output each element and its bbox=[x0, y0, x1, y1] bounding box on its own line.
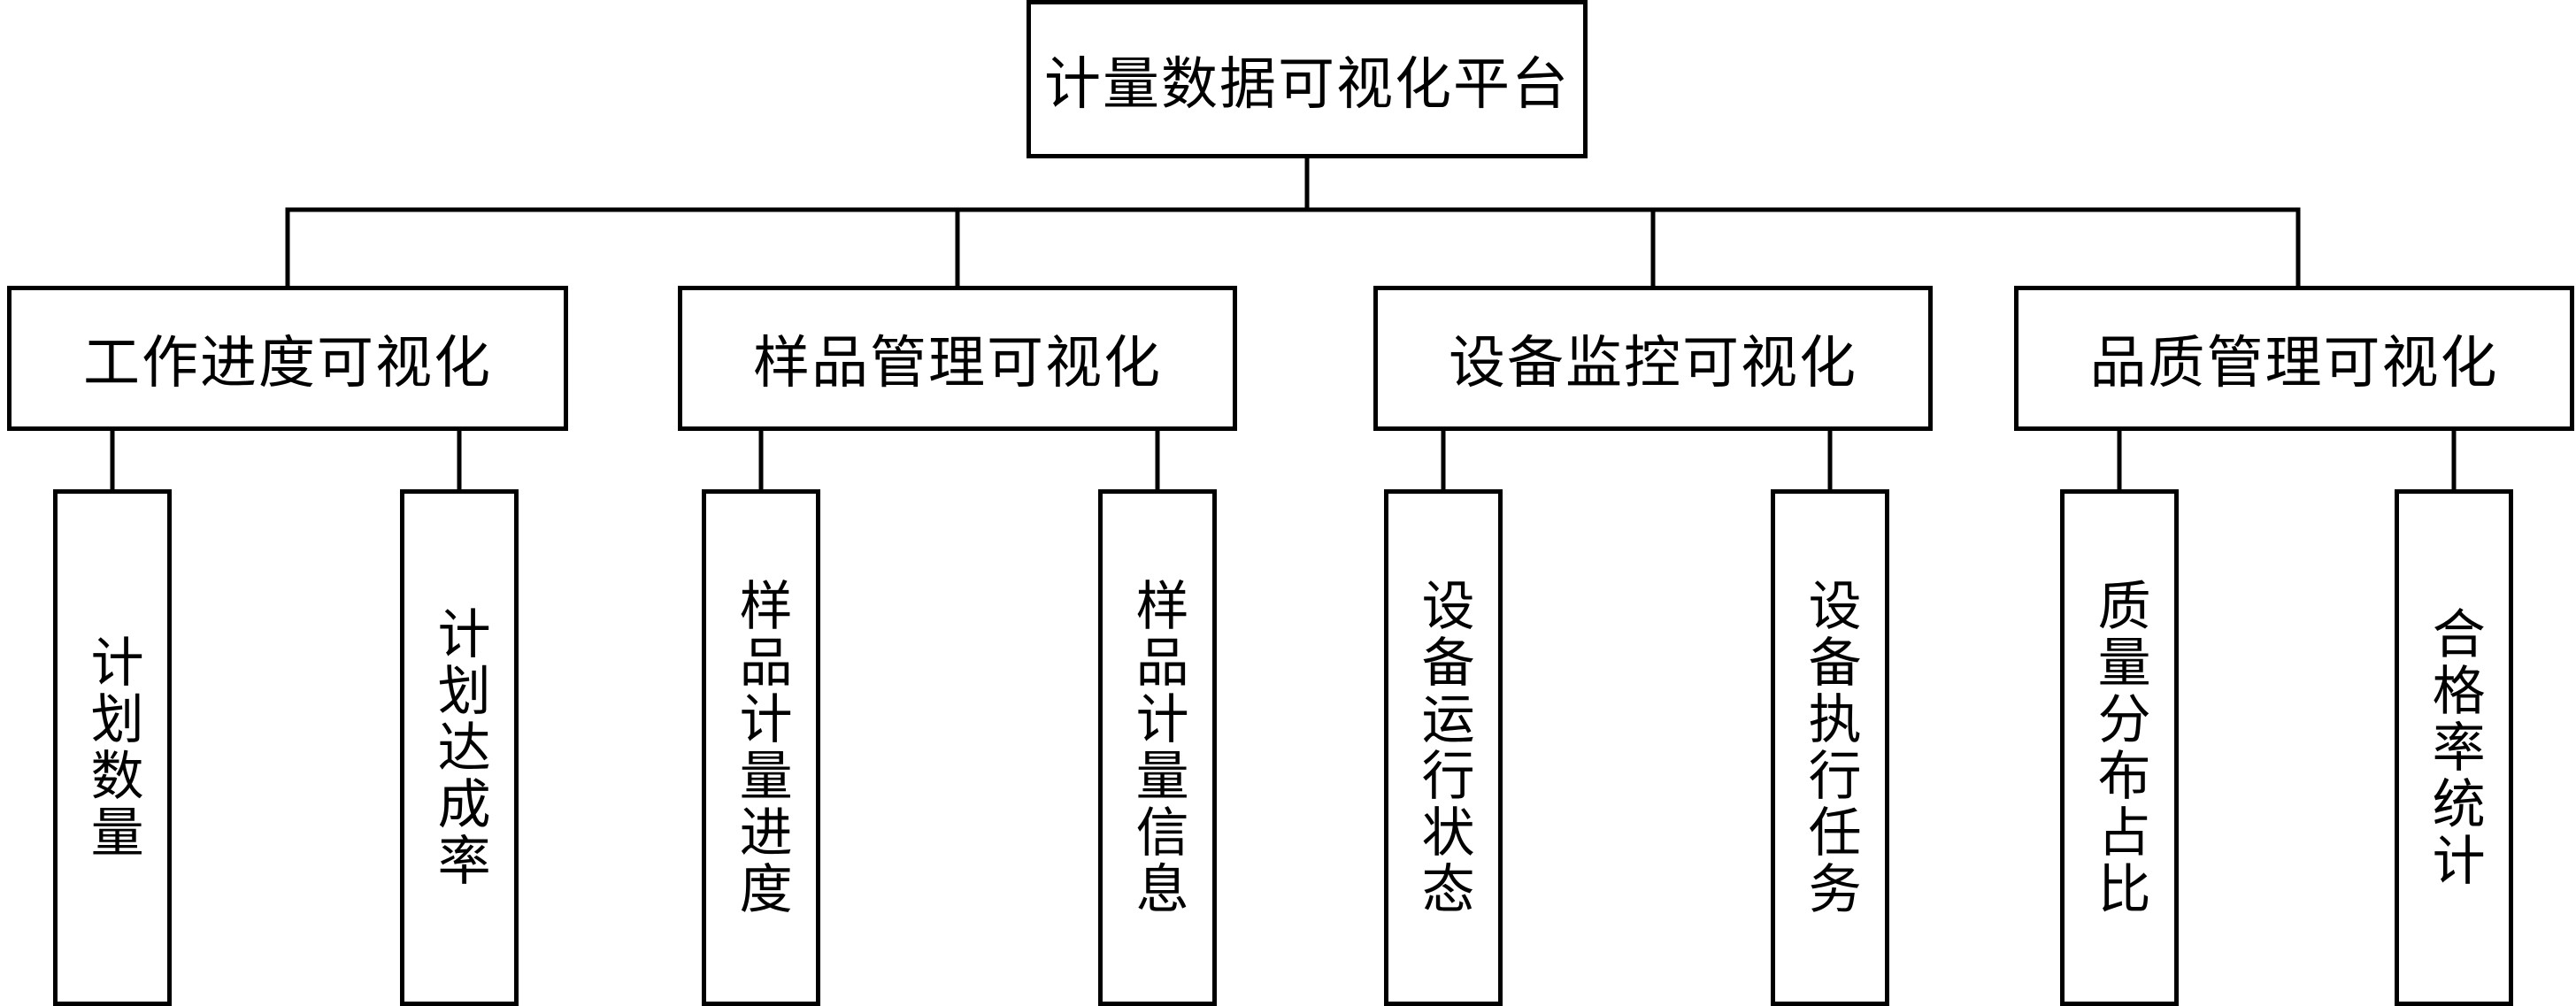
category-node-work-progress: 工作进度可视化 bbox=[7, 286, 568, 431]
leaf-label: 计划数量 bbox=[81, 634, 144, 861]
leaf-label: 合格率统计 bbox=[2423, 606, 2486, 889]
leaf-label: 设备运行状态 bbox=[1412, 578, 1475, 918]
category-node-sample-management: 样品管理可视化 bbox=[678, 286, 1237, 431]
leaf-label: 设备执行任务 bbox=[1799, 578, 1862, 918]
category-label: 样品管理可视化 bbox=[753, 331, 1162, 396]
leaf-node-sample-progress: 样品计量进度 bbox=[702, 489, 820, 1006]
root-node: 计量数据可视化平台 bbox=[1027, 0, 1588, 158]
leaf-node-pass-rate: 合格率统计 bbox=[2395, 489, 2513, 1006]
leaf-node-plan-quantity: 计划数量 bbox=[53, 489, 172, 1006]
leaf-node-sample-info: 样品计量信息 bbox=[1098, 489, 1217, 1006]
category-label: 品质管理可视化 bbox=[2089, 331, 2499, 396]
root-label: 计量数据可视化平台 bbox=[1044, 51, 1570, 118]
category-label: 工作进度可视化 bbox=[83, 331, 492, 396]
leaf-node-plan-achievement-rate: 计划达成率 bbox=[400, 489, 519, 1006]
leaf-label: 计划达成率 bbox=[428, 606, 491, 889]
category-node-equipment-monitoring: 设备监控可视化 bbox=[1373, 286, 1933, 431]
leaf-label: 样品计量进度 bbox=[730, 578, 793, 918]
category-node-quality-management: 品质管理可视化 bbox=[2014, 286, 2574, 431]
leaf-node-equipment-status: 设备运行状态 bbox=[1384, 489, 1503, 1006]
category-label: 设备监控可视化 bbox=[1449, 331, 1857, 396]
leaf-node-quality-distribution: 质量分布占比 bbox=[2060, 489, 2179, 1006]
leaf-label: 质量分布占比 bbox=[2088, 578, 2151, 918]
leaf-label: 样品计量信息 bbox=[1127, 578, 1189, 918]
leaf-node-equipment-tasks: 设备执行任务 bbox=[1771, 489, 1889, 1006]
